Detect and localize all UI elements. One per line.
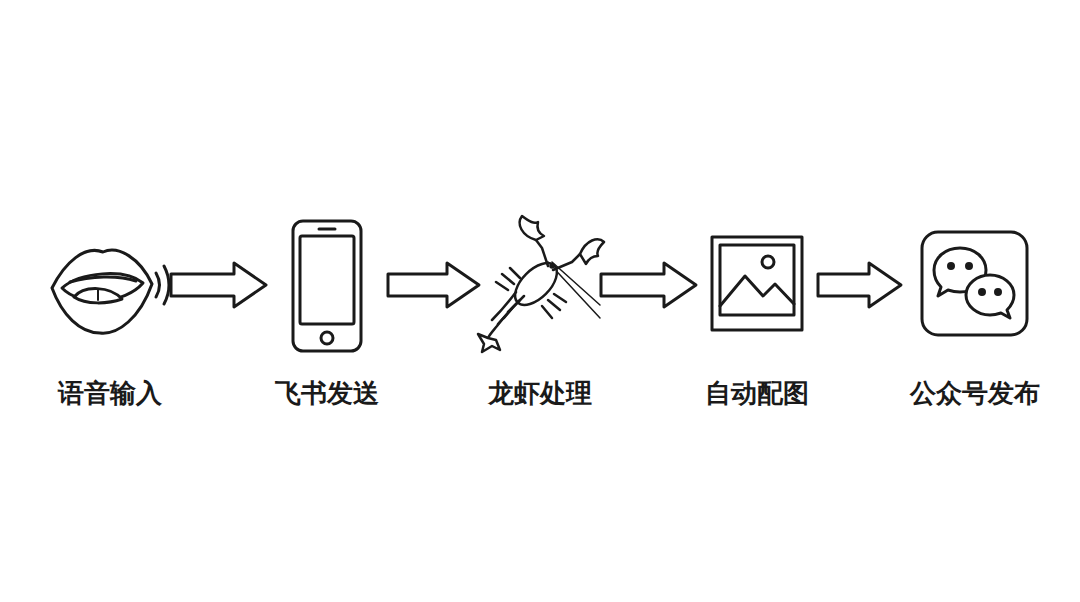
icon-step: 语音输入 <box>53 215 167 411</box>
icon-step: 公众号发布 <box>905 215 1045 411</box>
block-arrow <box>818 263 901 307</box>
picture-icon <box>712 237 802 330</box>
wechat-icon <box>922 232 1027 335</box>
icon-space <box>110 215 111 375</box>
step-label: 自动配图 <box>705 375 809 411</box>
lobster-icon <box>478 216 604 352</box>
step-label: 语音输入 <box>58 375 162 411</box>
icon-step: 龙虾处理 <box>483 215 597 411</box>
step-label: 公众号发布 <box>910 375 1040 411</box>
phone-icon <box>293 221 361 351</box>
step-label: 飞书发送 <box>275 375 379 411</box>
icon-space <box>757 215 758 375</box>
icon-space <box>327 215 328 375</box>
icon-space <box>975 215 976 375</box>
mouth-icon <box>52 250 169 333</box>
block-arrow <box>601 263 696 307</box>
block-arrow <box>171 263 266 307</box>
icon-space <box>540 215 541 375</box>
icon-step: 自动配图 <box>700 215 814 411</box>
block-arrow <box>388 263 479 307</box>
step-label: 龙虾处理 <box>488 375 592 411</box>
icon-step: 飞书发送 <box>270 215 384 411</box>
